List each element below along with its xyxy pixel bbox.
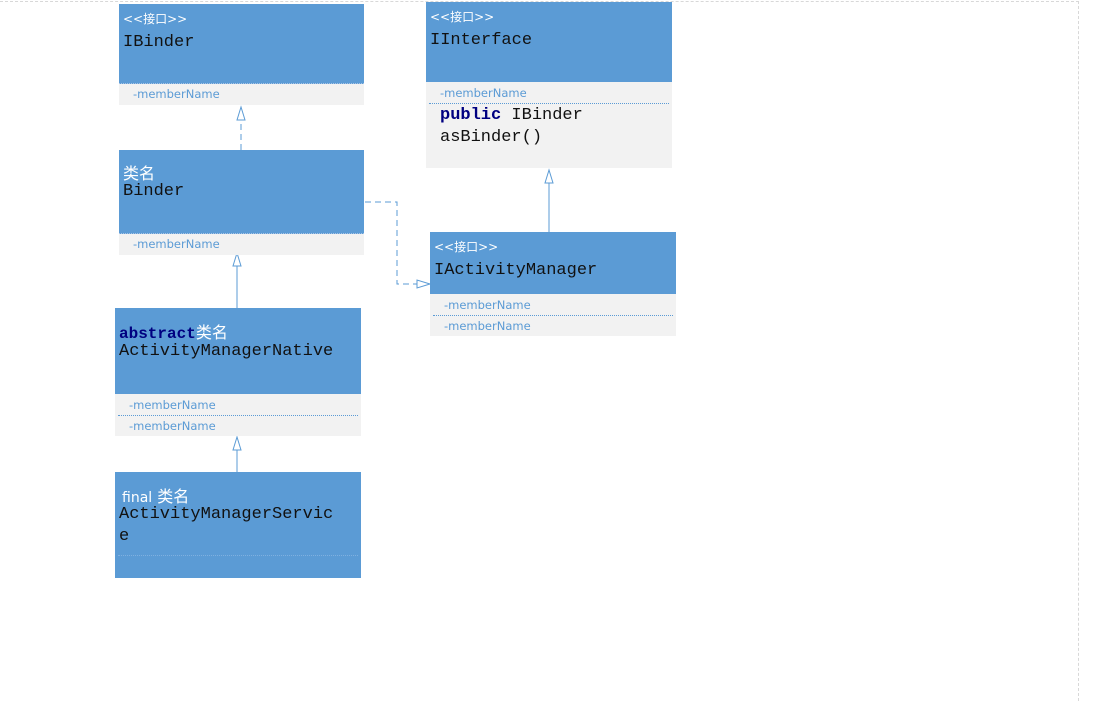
header-separator — [118, 555, 358, 556]
class-header: abstract类名 ActivityManagerNative — [115, 308, 361, 394]
modifier-keyword: abstract — [119, 325, 196, 343]
class-members: -memberName -memberName — [115, 394, 361, 436]
member-separator — [433, 315, 673, 316]
class-members: -memberName public IBinder asBinder() — [426, 82, 672, 168]
method-return-type: IBinder — [501, 106, 583, 125]
class-members: -memberName — [119, 234, 364, 255]
class-ibinder[interactable]: <<接口>> IBinder -memberName — [119, 4, 364, 105]
connectors — [232, 105, 554, 472]
class-name: Binder — [123, 182, 185, 201]
class-binder[interactable]: 类名 Binder -memberName — [119, 150, 364, 255]
class-members: -memberName -memberName — [430, 294, 676, 336]
class-header: final 类名 ActivityManagerServic e — [115, 472, 361, 578]
member-field: -memberName — [133, 237, 220, 251]
class-iactivitymanager[interactable]: <<接口>> IActivityManager -memberName -mem… — [430, 232, 676, 336]
class-activitymanagerservice[interactable]: final 类名 ActivityManagerServic e — [115, 472, 361, 578]
generalization-iactivitymanager-iinterface[interactable] — [544, 168, 554, 232]
member-method: public IBinder — [426, 104, 672, 127]
class-name-line1: ActivityManagerServic — [119, 505, 334, 524]
class-members: -memberName — [119, 84, 364, 105]
class-iinterface[interactable]: <<接口>> IInterface -memberName public IBi… — [426, 2, 672, 168]
generalization-amn-binder[interactable] — [232, 251, 242, 308]
member-field: -memberName — [129, 398, 216, 412]
stereotype-label: <<接口>> — [123, 12, 188, 26]
method-keyword: public — [440, 106, 502, 125]
class-header: <<接口>> IInterface — [426, 2, 672, 82]
class-header: 类名 Binder — [119, 150, 364, 234]
member-field: -memberName — [129, 419, 216, 433]
kind-label: 类名 — [123, 164, 156, 183]
member-field: -memberName — [444, 319, 531, 333]
method-name: asBinder() — [440, 128, 543, 147]
class-name-line2: e — [119, 527, 130, 546]
member-field: -memberName — [440, 86, 527, 100]
stereotype-label: <<接口>> — [430, 10, 495, 24]
member-separator — [118, 415, 358, 416]
page-border — [0, 1, 1079, 701]
modifier-keyword: final — [122, 490, 153, 506]
class-header: <<接口>> IActivityManager — [430, 232, 676, 294]
realization-binder-iactivitymanager[interactable] — [365, 201, 432, 289]
class-name: IInterface — [430, 31, 533, 50]
stereotype-label: <<接口>> — [434, 240, 499, 254]
realization-binder-ibinder[interactable] — [236, 105, 246, 150]
member-field: -memberName — [133, 87, 220, 101]
kind-label: final 类名 — [122, 483, 189, 507]
generalization-ams-amn[interactable] — [232, 435, 242, 472]
member-separator — [429, 103, 669, 104]
class-name: IBinder — [123, 33, 195, 52]
class-name: IActivityManager — [434, 261, 598, 280]
kind-label: abstract类名 — [119, 319, 228, 343]
kind-text: 类名 — [195, 323, 228, 342]
class-activitymanagernative[interactable]: abstract类名 ActivityManagerNative -member… — [115, 308, 361, 436]
member-field: -memberName — [444, 298, 531, 312]
class-header: <<接口>> IBinder — [119, 4, 364, 84]
kind-text: 类名 — [157, 487, 190, 506]
class-name: ActivityManagerNative — [119, 342, 334, 361]
